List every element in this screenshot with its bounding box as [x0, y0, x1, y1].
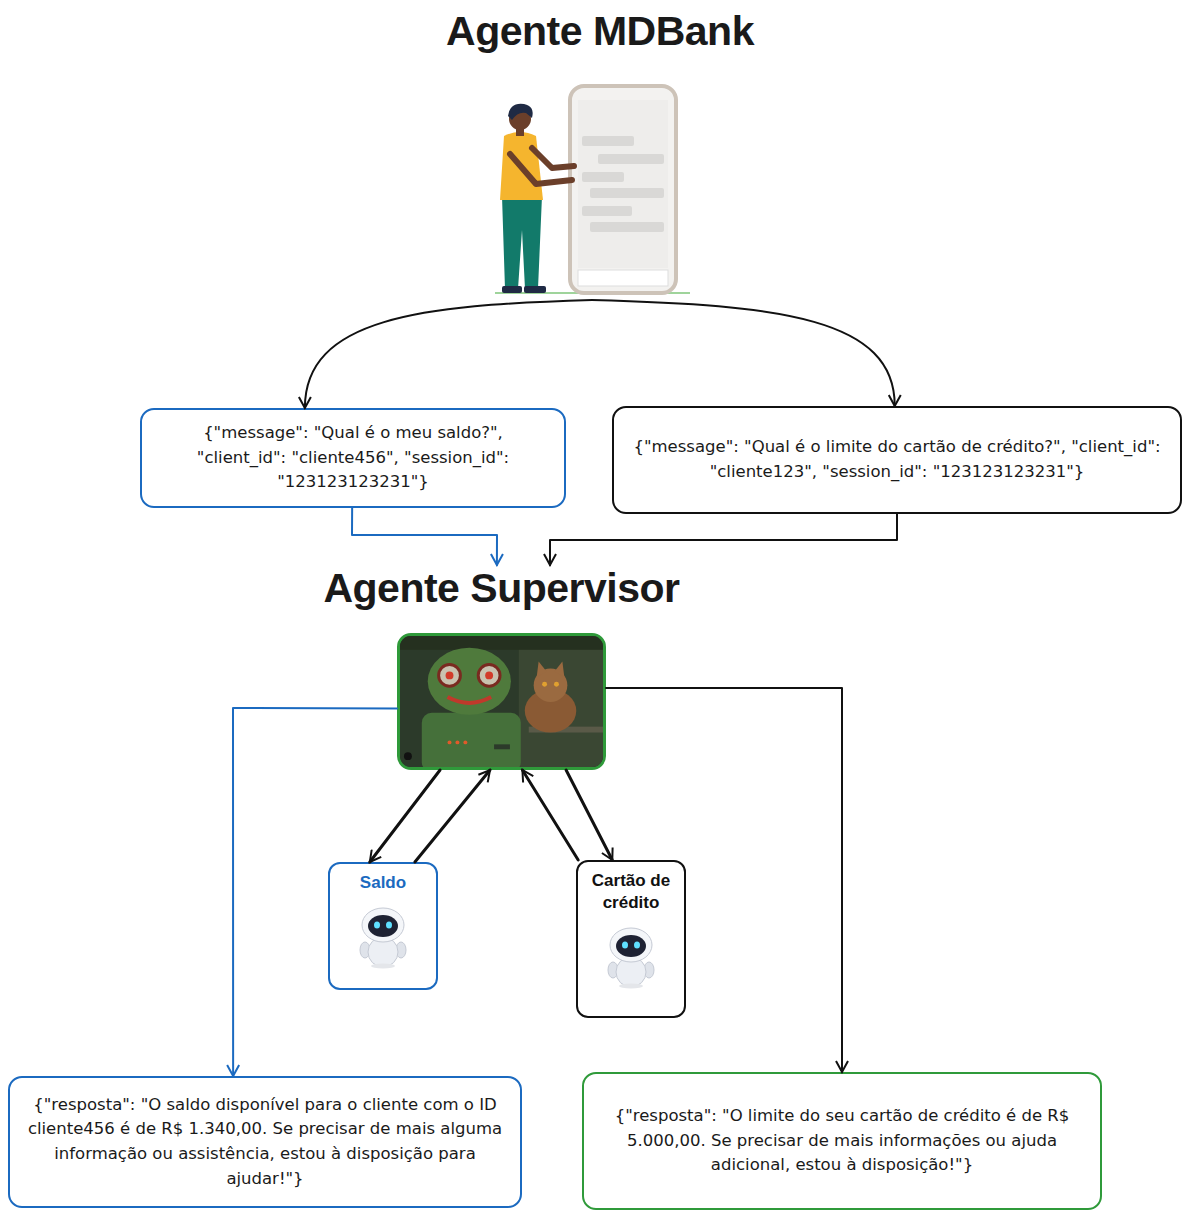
- json-text: {"resposta": "O saldo disponível para o …: [24, 1093, 506, 1192]
- illustration-part: [619, 984, 643, 989]
- json-text: {"message": "Qual é o limite do cartão d…: [628, 435, 1166, 485]
- supervisor-image: [397, 633, 606, 770]
- connector-arrow: [550, 514, 897, 565]
- illustration-part: [502, 196, 542, 289]
- illustration-part: [622, 942, 628, 949]
- connector-arrow: [352, 508, 497, 565]
- illustration-part: [616, 935, 646, 957]
- illustration-part: [446, 671, 454, 679]
- illustration-part: [455, 740, 459, 744]
- connector-arrow: [522, 770, 578, 860]
- agent-title: Saldo: [360, 872, 406, 894]
- illustration-part: [404, 752, 412, 760]
- agent-title: Cartão de crédito: [584, 870, 678, 914]
- illustration-part: [554, 662, 564, 678]
- connector-arrow: [370, 770, 440, 862]
- illustration-part: [374, 922, 380, 929]
- illustration-part: [494, 744, 510, 749]
- illustration-part: [508, 104, 533, 120]
- illustration-part: [448, 697, 492, 703]
- illustration-part: [590, 188, 664, 198]
- illustration-part: [578, 270, 668, 286]
- illustration-part: [371, 964, 395, 969]
- illustration-part: [353, 900, 413, 970]
- illustration-part: [610, 928, 652, 962]
- illustration-part: [386, 922, 392, 929]
- illustration-part: [368, 915, 398, 937]
- illustration-part: [590, 222, 664, 232]
- connector-arrow: [415, 770, 490, 862]
- illustration-part: [537, 662, 547, 678]
- illustration-part: [428, 648, 511, 715]
- illustration-part: [542, 682, 547, 687]
- illustration-part: [502, 286, 522, 293]
- connector-arrow: [592, 300, 895, 406]
- illustration-part: [519, 636, 603, 767]
- connector-arrow: [566, 770, 612, 860]
- agent-box: Cartão de crédito: [576, 860, 686, 1018]
- illustration-part: [582, 206, 632, 216]
- actor-illustration: Agente MDBank: [440, 8, 760, 300]
- illustration-part: [554, 682, 559, 687]
- supervisor-node: Agente Supervisor: [397, 565, 606, 770]
- illustration-part: [478, 665, 500, 687]
- json-box: {"message": "Qual é o meu saldo?", "clie…: [140, 408, 566, 508]
- illustration-part: [570, 86, 676, 293]
- json-text: {"message": "Qual é o meu saldo?", "clie…: [156, 421, 550, 495]
- illustration-part: [463, 740, 467, 744]
- illustration-part: [582, 136, 634, 146]
- illustration-part: [532, 148, 574, 168]
- illustration-part: [524, 286, 546, 293]
- connector-arrow: [233, 708, 397, 1076]
- json-box: {"message": "Qual é o limite do cartão d…: [612, 406, 1182, 514]
- actor-heading: Agente MDBank: [320, 8, 880, 55]
- illustration-part: [448, 740, 452, 744]
- illustration-part: [362, 908, 404, 942]
- illustration-part: [601, 920, 661, 990]
- illustration-part: [422, 713, 521, 767]
- illustration-part: [400, 636, 603, 650]
- json-box: {"resposta": "O saldo disponível para o …: [8, 1076, 522, 1208]
- json-text: {"resposta": "O limite do seu cartão de …: [598, 1104, 1086, 1178]
- illustration-part: [598, 154, 664, 164]
- agent-box: Saldo: [328, 862, 438, 990]
- illustration-part: [439, 665, 461, 687]
- illustration-part: [582, 172, 624, 182]
- json-box: {"resposta": "O limite do seu cartão de …: [582, 1072, 1102, 1210]
- illustration-part: [634, 942, 640, 949]
- connector-arrow: [606, 688, 842, 1072]
- illustration-part: [400, 636, 603, 767]
- supervisor-heading: Agente Supervisor: [277, 565, 726, 612]
- illustration-part: [578, 100, 668, 268]
- connector-arrow: [305, 300, 592, 408]
- illustration-part: [485, 671, 493, 679]
